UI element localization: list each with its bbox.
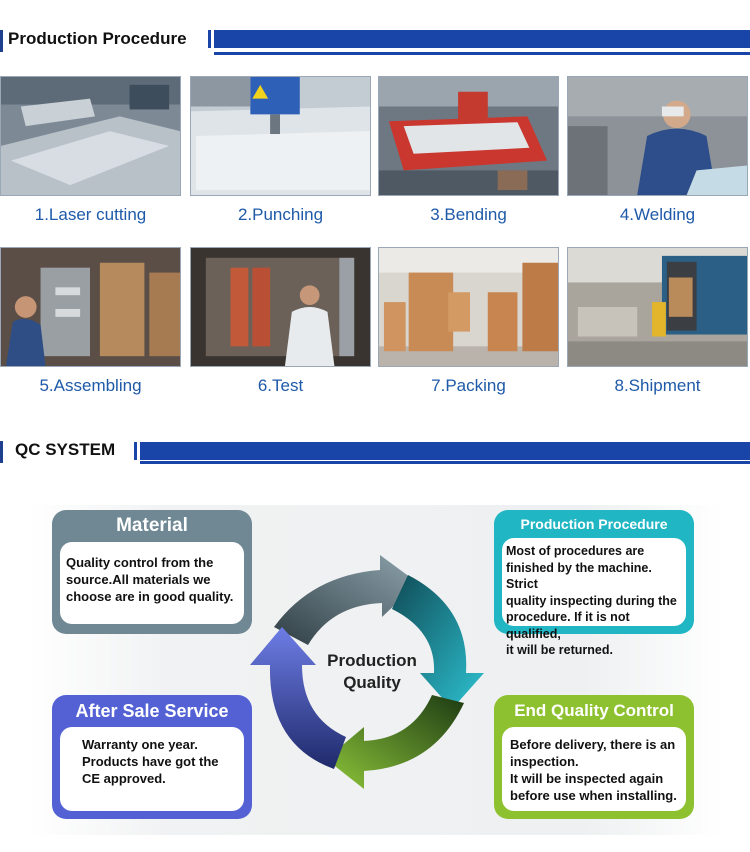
card-line: procedure. If it is not qualified, xyxy=(506,610,630,641)
card-title: Material xyxy=(116,515,188,536)
packing-photo xyxy=(378,247,559,367)
header-tick xyxy=(0,441,3,463)
card-line: Quality control from the xyxy=(66,555,214,570)
card-title: Production Procedure xyxy=(520,516,668,532)
card-body: Quality control from the source.All mate… xyxy=(60,542,244,624)
card-line: CE approved. xyxy=(82,771,166,786)
card-body: Warranty one year. Products have got the… xyxy=(60,727,244,811)
card-line: finished by the machine. Strict xyxy=(506,560,652,592)
card-title: End Quality Control xyxy=(514,701,674,720)
laser-cutting-photo xyxy=(0,76,181,196)
material-card: Material Quality control from the source… xyxy=(52,510,252,634)
card-line: Before delivery, there is an xyxy=(510,737,676,752)
header-underline xyxy=(214,52,750,55)
card-body: Most of procedures are finished by the m… xyxy=(502,538,686,657)
step-caption: 4.Welding xyxy=(619,205,696,224)
end-quality-control-card: End Quality Control Before delivery, the… xyxy=(494,695,694,819)
card-line: before use when installing. xyxy=(510,788,677,803)
header-bar xyxy=(208,30,750,48)
step-caption: 3.Bending xyxy=(430,205,507,224)
step-caption: 8.Shipment xyxy=(614,376,701,395)
punching-photo xyxy=(190,76,371,196)
card-line: Products have got the xyxy=(82,754,219,769)
shipment-photo xyxy=(567,247,748,367)
header-bar xyxy=(134,442,750,460)
step-caption: 1.Laser cutting xyxy=(34,205,147,224)
card-line: inspection. xyxy=(510,754,579,769)
production-procedure-header: Production Procedure xyxy=(0,28,750,55)
card-line: choose are in good quality. xyxy=(66,589,234,604)
card-line: quality inspecting during the xyxy=(506,593,677,608)
production-procedure-card: Production Procedure Most of procedures … xyxy=(494,510,694,657)
center-line-1: Production xyxy=(327,651,417,670)
step-caption: 6.Test xyxy=(257,376,304,395)
card-line: Warranty one year. xyxy=(82,737,198,752)
header-tick xyxy=(0,30,3,52)
section-title: QC SYSTEM xyxy=(15,440,116,459)
step-caption: 2.Punching xyxy=(237,205,324,224)
quality-cycle-arrows-icon xyxy=(250,555,484,789)
qc-system-header: QC SYSTEM xyxy=(0,439,750,465)
after-sale-service-card: After Sale Service Warranty one year. Pr… xyxy=(52,695,252,819)
step-caption: 5.Assembling xyxy=(39,376,142,395)
card-line: source.All materials we xyxy=(66,572,211,587)
card-line: It will be inspected again xyxy=(510,771,664,786)
card-body: Before delivery, there is an inspection.… xyxy=(502,727,686,811)
step-caption: 7.Packing xyxy=(431,376,506,395)
card-title: After Sale Service xyxy=(75,701,229,721)
assembling-photo xyxy=(0,247,181,367)
center-line-2: Quality xyxy=(343,673,401,692)
test-photo xyxy=(190,247,371,367)
production-quality-label: Production Quality xyxy=(297,650,447,694)
card-line: Most of procedures are xyxy=(506,544,645,558)
bending-photo xyxy=(378,76,559,196)
welding-photo xyxy=(567,76,748,196)
header-underline xyxy=(140,461,750,464)
section-title: Production Procedure xyxy=(8,29,187,48)
card-line: it will be returned. xyxy=(506,643,613,657)
